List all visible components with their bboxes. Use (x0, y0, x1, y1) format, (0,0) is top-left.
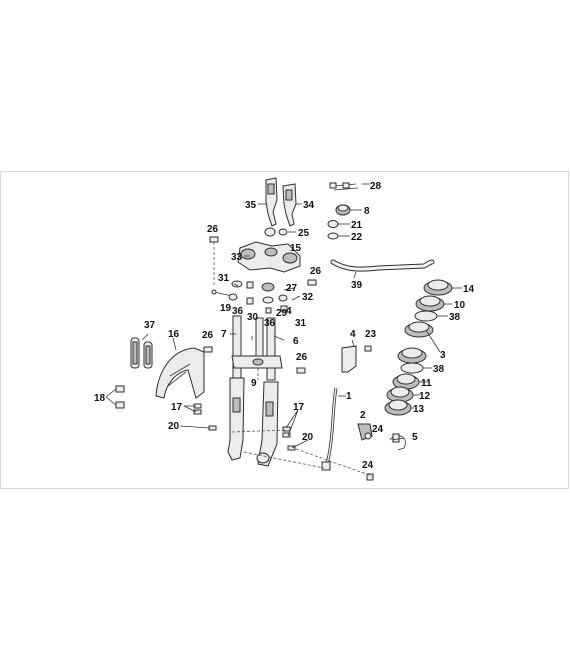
nut-8 (335, 204, 351, 216)
callout-36-left: 36 (232, 306, 244, 317)
callout-25: 25 (298, 228, 310, 239)
washer-21 (327, 220, 339, 228)
callout-26-lower: 26 (296, 352, 308, 363)
bolt-24-bottom (366, 473, 374, 481)
assembly-lines (213, 242, 373, 477)
callout-24-bottom: 24 (362, 460, 374, 471)
callout-36-right: 36 (264, 318, 276, 329)
callout-32: 32 (302, 292, 314, 303)
callout-39: 39 (351, 280, 363, 291)
callout-34: 34 (303, 200, 315, 211)
callout-29: 29 (276, 308, 288, 319)
callout-7: 7 (221, 329, 227, 340)
callout-12: 12 (419, 391, 431, 402)
reflectors-37 (130, 337, 153, 369)
small-parts-cluster (211, 279, 317, 314)
bracket-4 (341, 345, 372, 373)
bolt-25 (264, 227, 288, 237)
callout-33: 33 (231, 252, 243, 263)
callout-37: 37 (144, 320, 156, 331)
callout-19: 19 (220, 303, 232, 314)
callout-labels: 1 2 3 4 4 5 6 7 8 9 10 11 12 13 14 15 16… (94, 181, 475, 471)
diagram-frame (0, 171, 569, 489)
callout-13: 13 (413, 404, 425, 415)
callout-20-left: 20 (168, 421, 180, 432)
callout-24-mid: 24 (372, 424, 384, 435)
callout-10: 10 (454, 300, 466, 311)
bolts-18 (115, 385, 125, 409)
handlebar-clamp-right-34 (282, 183, 297, 227)
callout-38-bottom: 38 (433, 364, 445, 375)
callout-27: 27 (286, 283, 298, 294)
callout-8: 8 (364, 206, 370, 217)
fork-tubes (227, 315, 283, 467)
callout-26-top: 26 (207, 224, 219, 235)
callout-3: 3 (440, 350, 446, 361)
callout-26-right: 26 (310, 266, 322, 277)
callout-4: 4 (350, 329, 356, 340)
upper-triple-clamp (237, 241, 301, 273)
callout-35: 35 (245, 200, 257, 211)
front-fender-16 (155, 347, 205, 399)
callout-26-left: 26 (202, 330, 214, 341)
bolt-26-top (209, 236, 219, 243)
callout-22: 22 (351, 232, 363, 243)
handlebar-clamp-left-35 (265, 177, 278, 227)
brake-cable-1 (321, 387, 338, 471)
callout-17-left: 17 (171, 402, 183, 413)
callout-30: 30 (247, 312, 259, 323)
callout-31-bottom: 31 (295, 318, 307, 329)
handlebar-39 (330, 259, 435, 272)
callout-15: 15 (290, 243, 302, 254)
callout-28: 28 (370, 181, 382, 192)
callout-18: 18 (94, 393, 106, 404)
callout-14: 14 (463, 284, 475, 295)
washer-22 (327, 232, 339, 240)
callout-2: 2 (360, 410, 366, 421)
callout-11: 11 (421, 378, 432, 389)
callout-20-right: 20 (302, 432, 314, 443)
bearing-stack (384, 279, 453, 416)
callout-17-right: 17 (293, 402, 305, 413)
sensor-5 (389, 433, 406, 451)
callout-6: 6 (293, 336, 299, 347)
callout-9: 9 (251, 378, 257, 389)
leader-lines (105, 183, 462, 449)
callout-21: 21 (351, 220, 363, 231)
bolts-17-20 (193, 403, 296, 451)
callout-38-top: 38 (449, 312, 461, 323)
switch-2 (357, 423, 373, 441)
callout-16: 16 (168, 329, 180, 340)
callout-31-top: 31 (218, 273, 230, 284)
callout-23: 23 (365, 329, 377, 340)
callout-5: 5 (412, 432, 418, 443)
callout-1: 1 (346, 391, 352, 402)
callout-4-fork: 4 (286, 306, 292, 317)
axle-bolts (203, 346, 306, 374)
screws-28 (329, 182, 359, 191)
